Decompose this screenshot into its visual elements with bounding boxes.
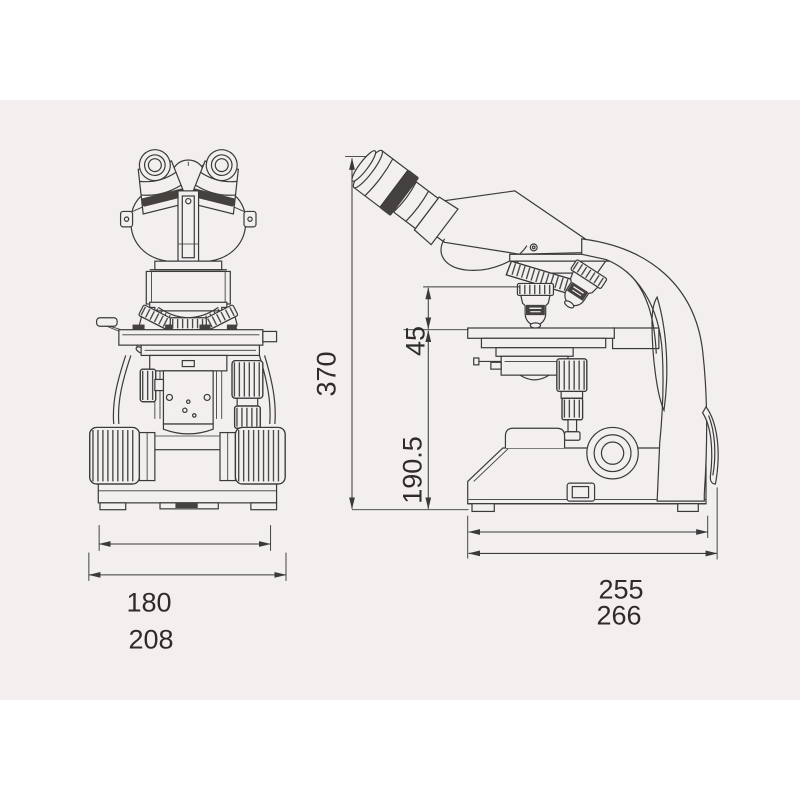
nosepiece-side [505, 259, 607, 328]
focus-knob-left [89, 426, 156, 485]
eyepiece-side [351, 149, 459, 246]
side-view [345, 149, 719, 560]
stage [95, 317, 278, 357]
dim-label-stage-to-base: 190.5 [397, 436, 428, 504]
slide-holder-lever [95, 317, 118, 327]
side-dimension-lines [345, 156, 718, 560]
dim-label-overall-height: 370 [311, 351, 342, 397]
illumination-knob [586, 426, 639, 480]
power-switch [566, 482, 596, 502]
front-view [88, 143, 287, 581]
drawing-canvas: 370 45 190.5 255 266 180 208 [0, 100, 800, 700]
head-side [351, 149, 622, 274]
focus-block [112, 354, 276, 435]
base-side [467, 427, 707, 505]
front-dimension-lines [88, 525, 287, 581]
dim-label-base-depth: 255 [598, 574, 644, 605]
dim-label-overall-depth: 266 [596, 600, 642, 631]
focus-knob-right [219, 426, 286, 485]
stage-xy-knobs-side [556, 358, 588, 441]
lamp-housing [504, 427, 566, 448]
dim-label-overall-width: 208 [128, 624, 174, 655]
body-column [145, 270, 231, 312]
stage-side [467, 327, 660, 381]
arm-side [467, 238, 719, 513]
dim-label-nosepiece-to-stage: 45 [400, 325, 431, 357]
microscope-drawing [88, 143, 719, 581]
binocular-head [119, 143, 257, 271]
dim-label-base-width: 180 [126, 587, 172, 618]
